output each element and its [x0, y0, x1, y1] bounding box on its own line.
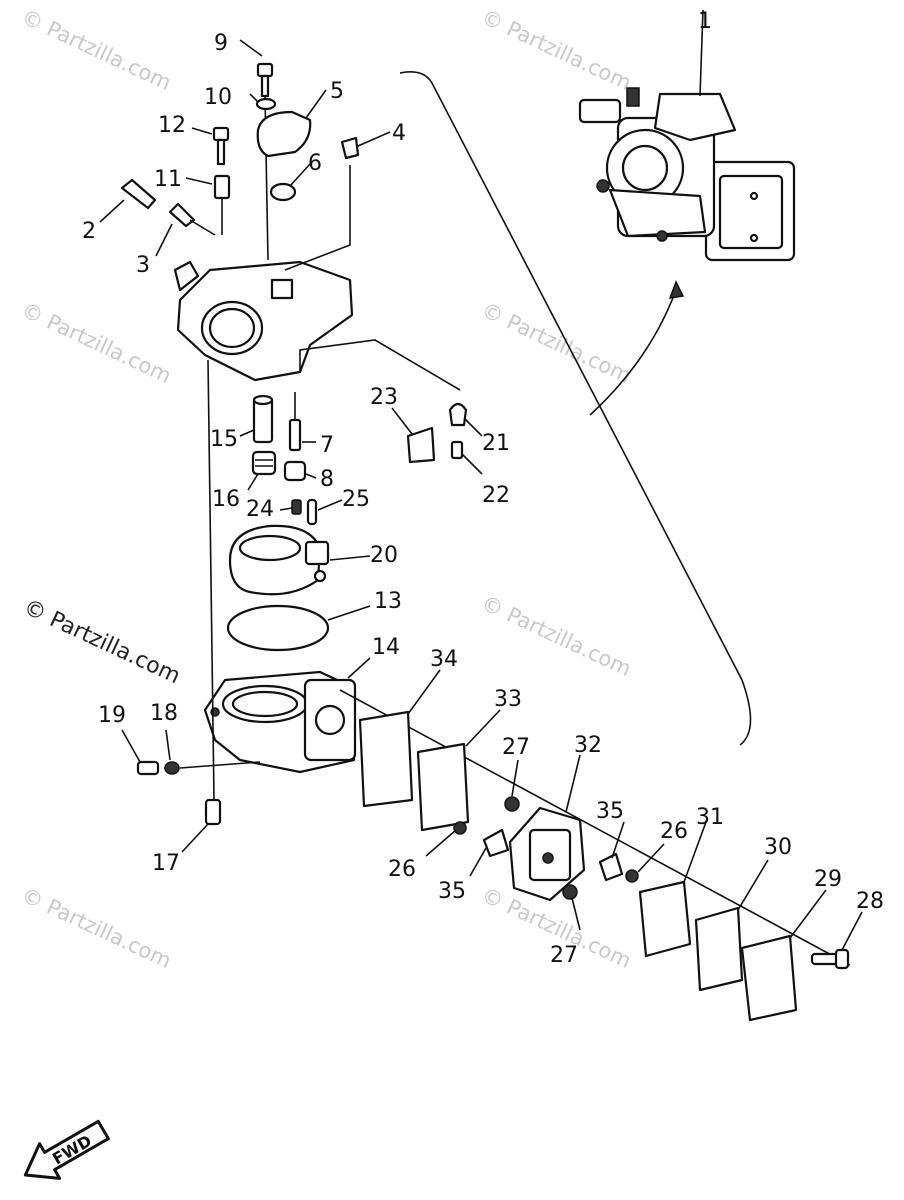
part-23: [406, 426, 436, 464]
part-pump-body-32: [508, 806, 586, 902]
part-washer-10: [255, 97, 277, 111]
part-21: [448, 402, 468, 427]
callout-26: 26: [388, 857, 416, 882]
part-26: [453, 821, 467, 835]
callout-35: 35: [596, 799, 624, 824]
part-15: [252, 394, 274, 444]
part-float-bowl-14: [203, 670, 357, 774]
part-26: [625, 869, 639, 883]
callout-21: 21: [482, 431, 510, 456]
part-cover-5: [256, 110, 312, 158]
watermark: © Partzilla.com: [18, 883, 175, 973]
callout-27: 27: [502, 735, 530, 760]
callout-27: 27: [550, 943, 578, 968]
part-valve-35: [598, 852, 624, 882]
watermark-prominent: © Partzilla.com: [19, 595, 183, 689]
part-cover-29: [740, 934, 798, 1022]
part-27: [562, 884, 578, 900]
callout-4: 4: [392, 121, 406, 146]
callout-19: 19: [98, 703, 126, 728]
part-11: [213, 174, 231, 235]
assembly-bracket: [399, 71, 752, 746]
callout-33: 33: [494, 687, 522, 712]
part-float-20: [228, 524, 330, 596]
part-2: [120, 178, 157, 210]
callout-22: 22: [482, 483, 510, 508]
carburetor-body: [173, 165, 461, 391]
callout-34: 34: [430, 647, 458, 672]
callout-1: 1: [698, 9, 712, 34]
watermark: © Partzilla.com: [478, 591, 635, 681]
callout-10: 10: [204, 85, 232, 110]
part-gasket-30: [694, 906, 744, 992]
watermark: © Partzilla.com: [18, 298, 175, 388]
callout-31: 31: [696, 805, 724, 830]
callout-20: 20: [370, 543, 398, 568]
callout-35: 35: [438, 879, 466, 904]
leader-line: [327, 605, 371, 621]
part-valve-35: [482, 828, 510, 858]
part-screw-28: [810, 948, 850, 970]
callout-28: 28: [856, 889, 884, 914]
callout-3: 3: [136, 253, 150, 278]
part-25: [306, 498, 318, 526]
assembled-carburetor-illustration: [578, 87, 796, 262]
callout-8: 8: [320, 467, 334, 492]
leader-lines: [99, 9, 863, 951]
part-screw-12: [212, 126, 230, 166]
callout-15: 15: [210, 427, 238, 452]
callout-12: 12: [158, 113, 186, 138]
part-diaphragm-33: [416, 742, 470, 832]
callout-23: 23: [370, 385, 398, 410]
callout-14: 14: [372, 635, 400, 660]
part-4: [340, 136, 360, 160]
callout-26: 26: [660, 819, 688, 844]
part-3: [168, 202, 196, 228]
watermark: © Partzilla.com: [18, 5, 175, 95]
part-gasket-31: [638, 880, 692, 958]
part-gasket-34: [358, 710, 414, 808]
part-gasket-13: [226, 604, 330, 652]
callout-11: 11: [154, 167, 182, 192]
part-17: [204, 798, 222, 826]
callout-16: 16: [212, 487, 240, 512]
callout-18: 18: [150, 701, 178, 726]
leader-line: [189, 219, 216, 236]
part-16: [251, 450, 277, 476]
callout-9: 9: [214, 31, 228, 56]
callout-25: 25: [342, 487, 370, 512]
part-27: [504, 796, 520, 812]
part-7: [288, 418, 302, 452]
part-19: [136, 760, 160, 776]
callout-29: 29: [814, 867, 842, 892]
callout-6: 6: [308, 151, 322, 176]
callout-13: 13: [374, 589, 402, 614]
callout-7: 7: [320, 433, 334, 458]
part-24: [291, 499, 302, 515]
callout-5: 5: [330, 79, 344, 104]
leader-line: [179, 761, 261, 769]
callout-24: 24: [246, 497, 274, 522]
part-18: [164, 761, 180, 775]
part-8: [283, 460, 307, 482]
part-22: [450, 440, 464, 460]
part-screw-9: [256, 62, 274, 261]
fwd-arrow-icon: FWD: [23, 1119, 110, 1180]
watermark: © Partzilla.com: [478, 5, 635, 95]
watermark: © Partzilla.com: [478, 298, 635, 388]
pump-axis-line: [339, 689, 851, 966]
leader-line: [207, 359, 215, 801]
callout-30: 30: [764, 835, 792, 860]
callout-labels: 1 2 3 4 5 6 7 8 9 10 11 12 13 14 15 16 1…: [82, 9, 884, 968]
callout-32: 32: [574, 733, 602, 758]
part-6: [269, 182, 297, 202]
callout-17: 17: [152, 851, 180, 876]
callout-2: 2: [82, 219, 96, 244]
